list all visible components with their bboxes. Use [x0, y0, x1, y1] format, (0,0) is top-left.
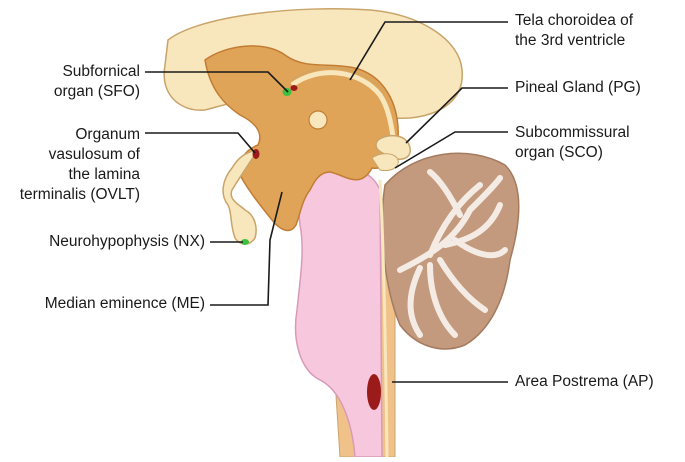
label-tela-choroidea: Tela choroidea of the 3rd ventricle	[515, 12, 634, 49]
leader-sfo	[145, 71, 289, 93]
label-subfornical-organ: Subfornical organ (SFO)	[53, 63, 140, 100]
arbor-vitae	[397, 169, 508, 338]
diencephalon	[204, 45, 399, 232]
area-postrema-marker	[367, 374, 381, 410]
fourth-ventricle	[378, 179, 389, 458]
label-ovlt: Organum vasulosum of the lamina terminal…	[19, 126, 140, 203]
label-pineal-gland: Pineal Gland (PG)	[515, 79, 641, 96]
label-subcommissural-organ: Subcommissural organ (SCO)	[515, 124, 630, 161]
label-area-postrema: Area Postrema (AP)	[515, 373, 654, 390]
subcommissural-region	[371, 153, 399, 171]
leader-tela	[349, 21, 508, 81]
leader-ovlt	[145, 132, 256, 154]
nx-marker	[241, 239, 249, 245]
leader-me	[210, 191, 283, 306]
sfo-red-marker	[290, 85, 298, 91]
cerebellum	[381, 152, 520, 350]
leader-lines	[145, 21, 508, 383]
leader-sco	[394, 131, 508, 169]
leader-pg	[405, 87, 508, 144]
massa-intermedia	[308, 110, 328, 130]
tela-choroidea	[290, 70, 398, 151]
label-neurohypophysis: Neurohypophysis (NX)	[49, 233, 205, 250]
label-median-eminence: Median eminence (ME)	[44, 295, 205, 312]
